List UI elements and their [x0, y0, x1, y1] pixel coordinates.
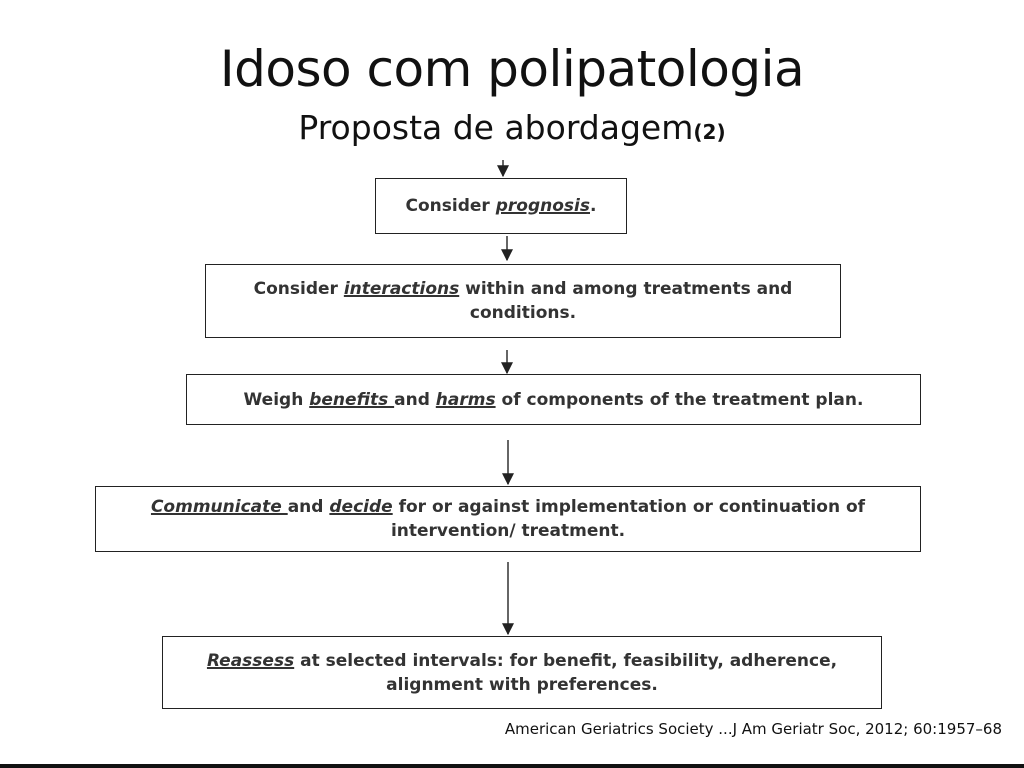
- step-keyword: benefits: [309, 389, 395, 410]
- flow-step-prognosis: Consider prognosis.: [375, 178, 627, 234]
- step-text-part: and: [287, 497, 330, 517]
- step-text-part: at selected intervals: for benefit, feas…: [294, 650, 838, 695]
- step-text-part: and: [394, 389, 436, 410]
- step-keyword: prognosis: [495, 196, 590, 216]
- flow-step-text: Communicate and decide for or against im…: [116, 495, 900, 543]
- step-keyword: interactions: [343, 279, 460, 299]
- bottom-border: [0, 764, 1024, 768]
- slide-title: Idoso com polipatologia: [219, 40, 805, 98]
- flow-step-communicate-decide: Communicate and decide for or against im…: [95, 486, 921, 552]
- subtitle-text: Proposta de abordagem: [298, 108, 694, 147]
- flow-step-text: Weigh benefits and harms of components o…: [244, 388, 864, 412]
- slide-subtitle: Proposta de abordagem(2): [0, 108, 1024, 147]
- flow-step-reassess: Reassess at selected intervals: for bene…: [162, 636, 882, 709]
- flow-step-text: Consider prognosis.: [406, 194, 597, 218]
- step-text-part: within and among treatments and conditio…: [459, 279, 793, 323]
- flow-step-text: Consider interactions within and among t…: [246, 277, 800, 325]
- flow-step-benefits-harms: Weigh benefits and harms of components o…: [186, 374, 921, 425]
- step-keyword-2: harms: [435, 389, 496, 410]
- step-text-part: Weigh: [243, 389, 310, 410]
- flow-step-text: Reassess at selected intervals: for bene…: [187, 649, 857, 697]
- step-text-part: Consider: [253, 279, 344, 299]
- step-text-part: of components of the treatment plan.: [495, 389, 864, 410]
- subtitle-reference: (2): [693, 120, 726, 144]
- citation: American Geriatrics Society ...J Am Geri…: [504, 720, 1002, 738]
- step-text-part: .: [590, 196, 597, 216]
- flow-step-interactions: Consider interactions within and among t…: [205, 264, 841, 338]
- step-text-part: Consider: [405, 196, 496, 216]
- step-keyword: Communicate: [150, 497, 288, 517]
- step-keyword: Reassess: [206, 650, 295, 671]
- step-text-part: for or against implementation or continu…: [390, 497, 866, 541]
- step-keyword-2: decide: [329, 497, 393, 517]
